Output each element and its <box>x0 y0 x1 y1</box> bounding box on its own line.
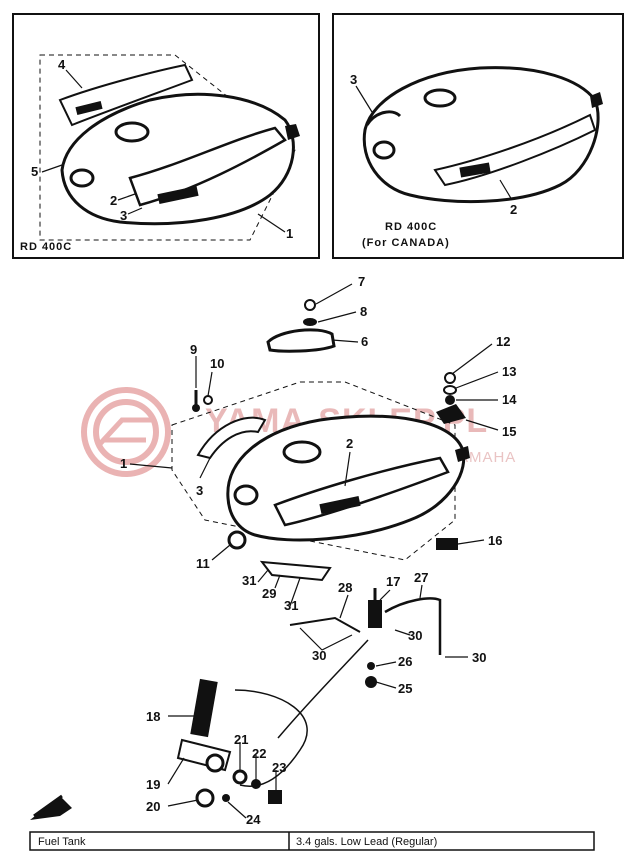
main-knee-pad <box>273 456 450 527</box>
inset-rd400c-canada: 3 2 RD 400C (For CANADA) <box>332 13 624 259</box>
callout-24: 24 <box>246 812 261 827</box>
part-22-oring <box>251 779 261 789</box>
main-cover-3 <box>196 416 267 460</box>
inset-left-cap <box>114 121 150 143</box>
part-21-seal <box>232 769 248 785</box>
inset-right-tank <box>362 66 600 204</box>
part-13-washer <box>443 385 457 395</box>
inset-left-frame <box>12 13 320 259</box>
inset-left-callout-2: 2 <box>110 193 117 208</box>
part-16-damper <box>436 538 458 550</box>
inset-right-cover-3 <box>365 110 402 126</box>
footer-title: Fuel Tank <box>38 836 86 848</box>
callout-2: 2 <box>346 436 353 451</box>
inset-right-badge <box>372 140 396 160</box>
callout-11: 11 <box>196 556 210 571</box>
inset-left-callout-4: 4 <box>58 57 66 72</box>
callout-30a: 30 <box>408 628 422 643</box>
part-24-gasket <box>222 794 230 802</box>
inset-right-frame <box>332 13 624 259</box>
part-17-fuel-cock <box>368 600 382 628</box>
callout-8: 8 <box>360 304 367 319</box>
leader-lines <box>129 283 499 819</box>
detail-leader <box>277 639 369 739</box>
inset-left-emblem <box>157 185 199 205</box>
callout-29: 29 <box>262 586 276 601</box>
callout-20: 20 <box>146 799 160 814</box>
inset-left-callout-3: 3 <box>120 208 127 223</box>
callout-3: 3 <box>196 483 203 498</box>
callout-6: 6 <box>361 334 368 349</box>
part-8-washer <box>303 318 317 326</box>
inset-left-callout-5: 5 <box>31 164 38 179</box>
part-29-plate <box>259 560 332 582</box>
callout-12: 12 <box>496 334 510 349</box>
callout-31a: 31 <box>242 573 256 588</box>
part-26-washer <box>367 662 375 670</box>
part-28-hose <box>289 616 361 633</box>
footer-bar: Fuel Tank 3.4 gals. Low Lead (Regular) <box>29 831 595 851</box>
callout-10: 10 <box>210 356 224 371</box>
part-15-damper <box>436 404 466 424</box>
callout-30c: 30 <box>312 648 326 663</box>
callout-26: 26 <box>398 654 412 669</box>
inset-rd400c: 4 5 2 3 1 RD 400C <box>12 13 320 259</box>
inset-right-caption-line2: (For CANADA) <box>362 237 450 249</box>
callout-27: 27 <box>414 570 428 585</box>
inset-left-cover-emblem <box>75 100 103 116</box>
inset-left-callout-1: 1 <box>286 226 293 241</box>
inset-right-rear-tab <box>590 92 603 108</box>
detail-outline <box>234 689 308 787</box>
main-exploded-view: 7 8 6 9 10 12 13 14 15 16 1 3 2 11 31 29… <box>30 274 517 827</box>
front-arrow-icon <box>30 794 72 820</box>
part-11-grommet <box>227 530 247 550</box>
callout-16: 16 <box>488 533 502 548</box>
inset-right-callout-3: 3 <box>350 72 357 87</box>
callout-15: 15 <box>502 424 516 439</box>
inset-left-rear-tab <box>285 124 300 140</box>
inset-left-dashed-outline <box>39 54 296 241</box>
part-12-bolt <box>444 372 456 384</box>
callout-25: 25 <box>398 681 412 696</box>
main-rear-tab <box>455 446 470 462</box>
callout-23: 23 <box>272 760 286 775</box>
callout-28: 28 <box>338 580 352 595</box>
callout-14: 14 <box>502 392 517 407</box>
footer-spec: 3.4 gals. Low Lead (Regular) <box>296 836 437 848</box>
footer-frame <box>29 831 595 851</box>
inset-right-callout-2: 2 <box>510 202 517 217</box>
callout-22: 22 <box>252 746 266 761</box>
callout-31b: 31 <box>284 598 298 613</box>
callout-30b: 30 <box>472 650 486 665</box>
part-23-cover <box>268 790 282 804</box>
callout-21: 21 <box>234 732 248 747</box>
part-18-cock-lever <box>190 678 218 738</box>
callout-19: 19 <box>146 777 160 792</box>
inset-left-badge <box>69 168 95 188</box>
part-20-cup <box>195 788 215 808</box>
callout-1: 1 <box>120 456 127 471</box>
callout-7: 7 <box>358 274 365 289</box>
main-emblem <box>319 495 361 515</box>
watermark-logo-icon <box>81 387 171 477</box>
part-10-washer <box>203 395 213 405</box>
main-cap-cover-6 <box>266 328 336 353</box>
part-7-bolt <box>304 299 316 311</box>
inset-left-caption: RD 400C <box>20 241 72 253</box>
callout-9: 9 <box>190 342 197 357</box>
callout-13: 13 <box>502 364 516 379</box>
part-27-hose <box>384 597 442 655</box>
main-front-badge <box>233 484 259 506</box>
inset-right-emblem <box>459 162 491 178</box>
part-25-bolt <box>365 676 377 688</box>
main-fuel-cap <box>282 440 322 464</box>
inset-right-cap <box>423 88 457 108</box>
callout-17: 17 <box>386 574 400 589</box>
inset-right-caption-line1: RD 400C <box>385 221 437 233</box>
part-14-collar <box>445 395 455 405</box>
callout-18: 18 <box>146 709 160 724</box>
